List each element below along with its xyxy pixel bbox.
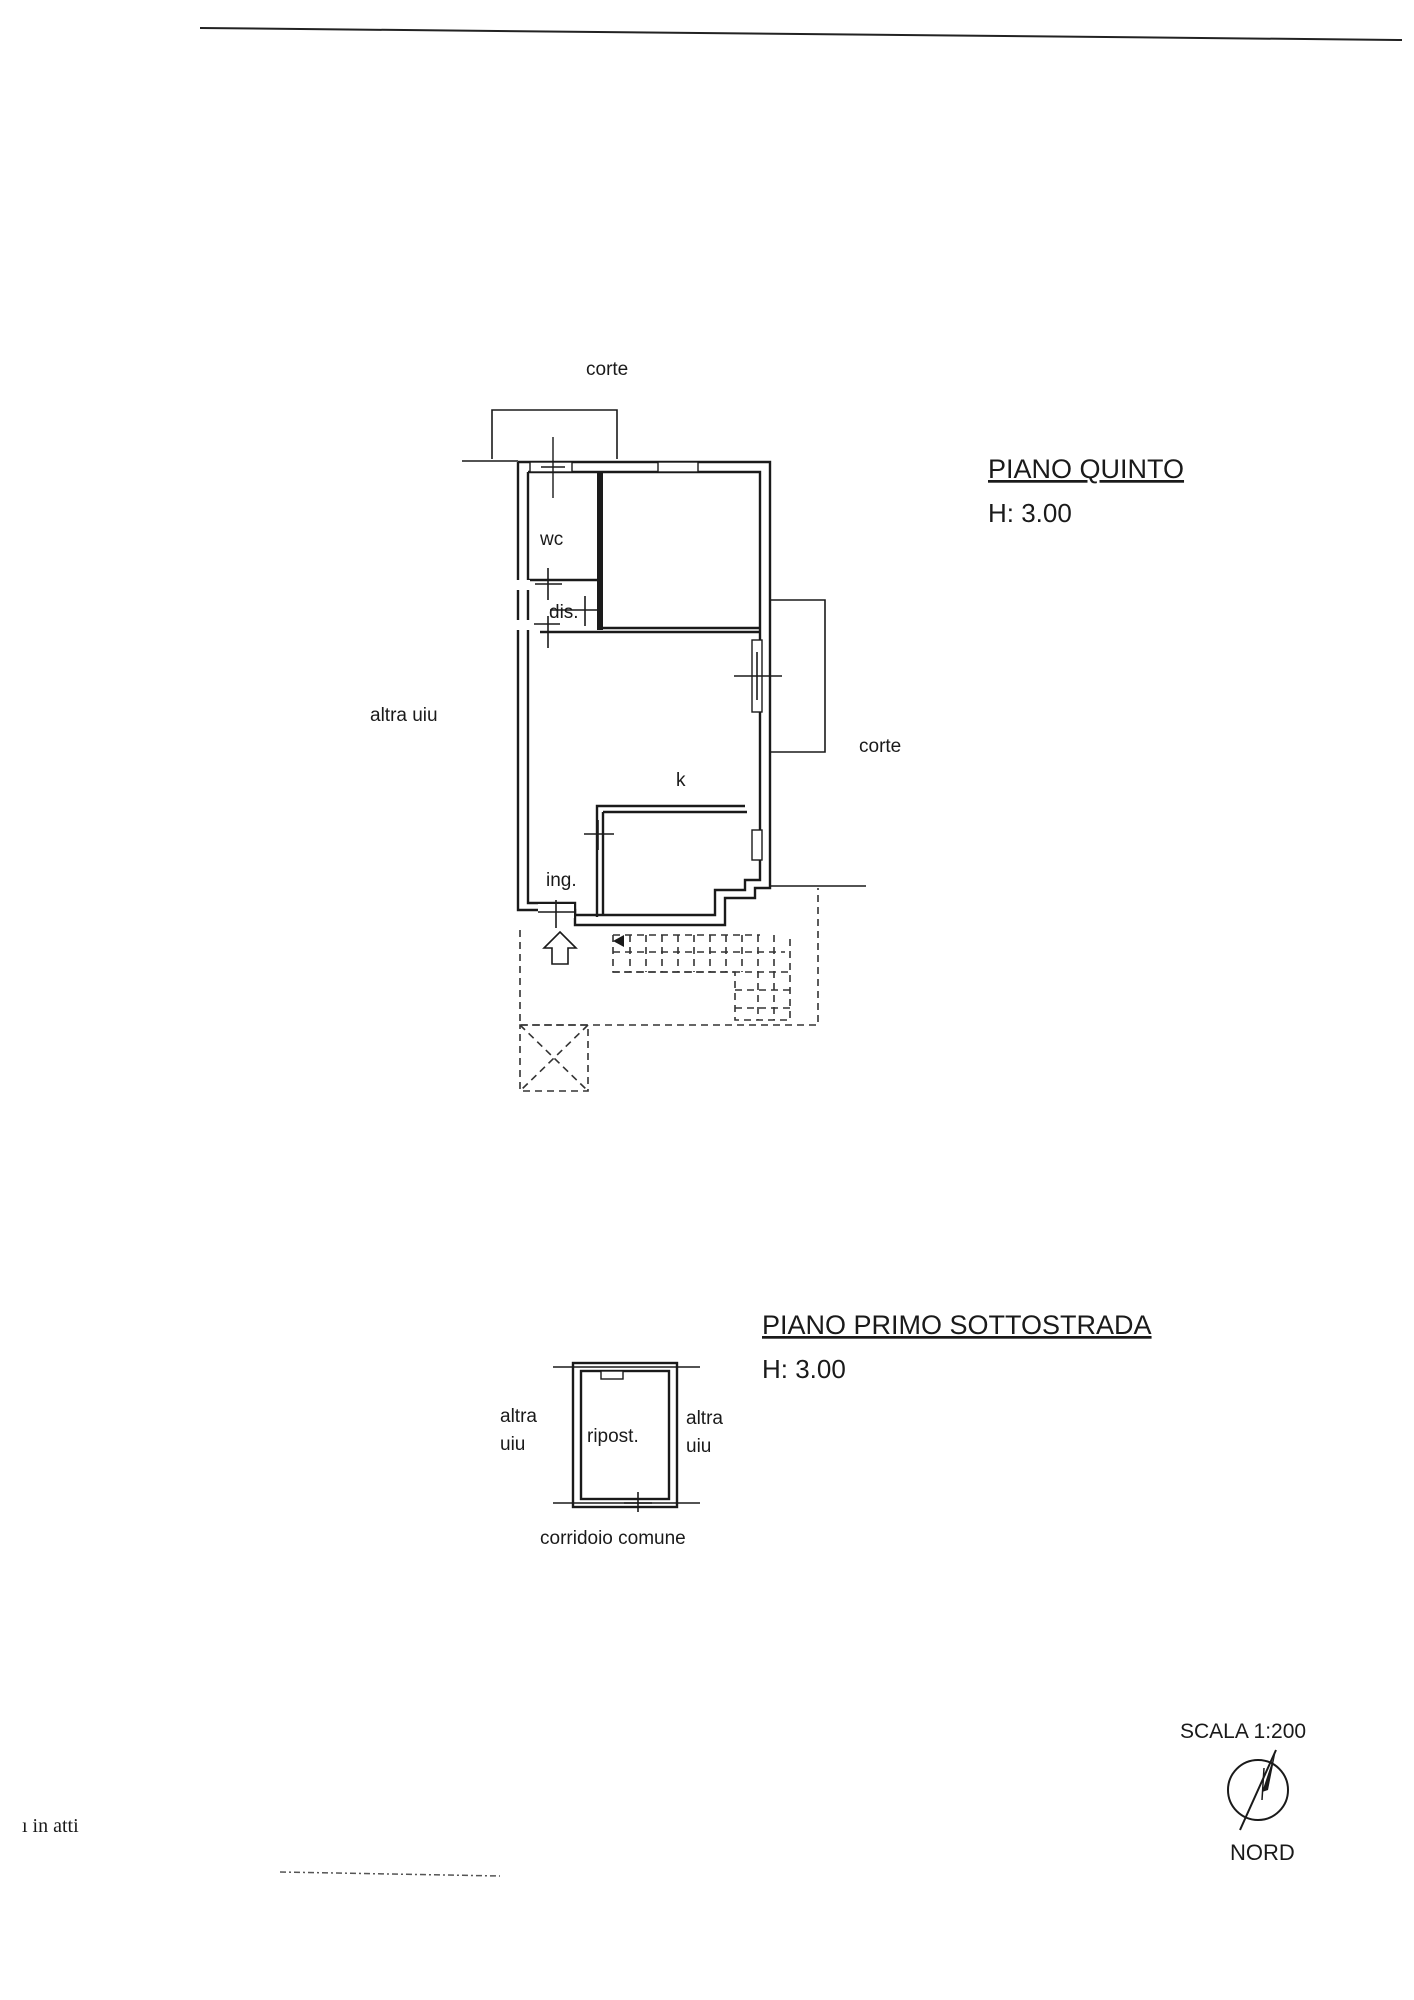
scale-and-north: SCALA 1:200 NORD [1180,1720,1306,1865]
label-altra-left-2: uiu [500,1434,525,1455]
label-k: k [676,770,686,791]
window-right-lower [751,829,763,861]
entrance-arrow-icon [542,930,578,965]
staircase-dashed [612,934,791,1021]
label-dis: dis. [549,602,579,623]
label-corte-top: corte [586,359,628,380]
floor-lower-title: PIANO PRIMO SOTTOSTRADA [762,1310,1152,1340]
north-compass-icon [1227,1759,1289,1821]
label-corte-right: corte [859,736,901,757]
top-border-line [199,27,1403,41]
window-top-2 [657,461,699,473]
wall-wc-right [597,472,603,630]
lower-floor-plan: PIANO PRIMO SOTTOSTRADA H: 3.00 altra ui… [500,1310,1152,1549]
dashed-terrace [519,888,819,1026]
label-altra-left-1: altra [500,1406,537,1427]
storage-inner [579,1369,671,1501]
north-label: NORD [1230,1840,1295,1865]
floor-lower-height: H: 3.00 [762,1354,846,1384]
floor-upper-title: PIANO QUINTO [988,454,1184,484]
label-ripost: ripost. [587,1426,639,1447]
margin-note: ı in atti [22,1815,79,1837]
label-wc: wc [539,529,563,550]
label-altra-uiu-left: altra uiu [370,705,438,726]
right-balcony [770,599,826,753]
label-altra-right-2: uiu [686,1436,711,1457]
upper-floor-plan: corte altra uiu corte wc dis. k ing. PIA… [370,359,1184,1092]
scale-label: SCALA 1:200 [1180,1720,1306,1743]
storage-outer [571,1361,679,1509]
floor-upper-height: H: 3.00 [988,498,1072,528]
label-altra-right-1: altra [686,1408,723,1429]
outer-wall-inner [526,470,762,917]
label-corridoio: corridoio comune [540,1528,686,1549]
dashed-void [519,1024,589,1092]
top-balcony [491,409,618,459]
label-ing: ing. [546,870,577,891]
